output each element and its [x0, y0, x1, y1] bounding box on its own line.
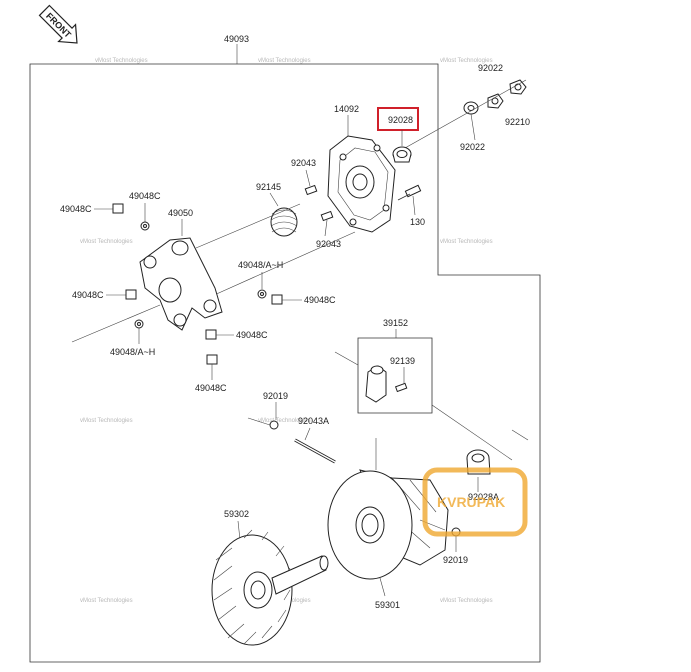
label-92210: 92210: [505, 117, 530, 127]
label-130: 130: [410, 217, 425, 227]
roller-49048c-top: [140, 221, 150, 231]
svg-text:vMost Technologies: vMost Technologies: [80, 239, 133, 245]
svg-text:vMost Technologies: vMost Technologies: [440, 598, 493, 604]
svg-text:vMost Technologies: vMost Technologies: [258, 418, 311, 424]
label-92145: 92145: [256, 182, 281, 192]
highlight-box-92028: [377, 107, 419, 131]
label-59302: 59302: [224, 509, 249, 519]
nut-49048c-right3: [205, 329, 217, 340]
svg-text:vMost Technologies: vMost Technologies: [80, 598, 133, 604]
bushing-92028a: [466, 449, 491, 475]
svg-text:vMost Technologies: vMost Technologies: [80, 418, 133, 424]
spring-92145: [270, 207, 298, 237]
label-92043a: 92043A: [298, 416, 329, 426]
svg-text:KVRUPAK: KVRUPAK: [437, 494, 505, 510]
label-49050: 49050: [168, 208, 193, 218]
pin-92043-a: [304, 184, 318, 196]
label-92022-mid: 92022: [460, 142, 485, 152]
fixed-sheave-59302: [211, 529, 329, 646]
label-49093: 49093: [224, 34, 249, 44]
label-92028a: 92028A: [468, 492, 499, 502]
label-14092: 14092: [334, 104, 359, 114]
svg-text:vMost Technologies: vMost Technologies: [95, 58, 148, 64]
label-92139: 92139: [390, 356, 415, 366]
watermarks: vMost Technologies vMost Technologies vM…: [80, 58, 493, 604]
svg-text:vMost Technologies: vMost Technologies: [440, 239, 493, 245]
svg-text:vMost Technologies: vMost Technologies: [440, 58, 493, 64]
pin-92139: [394, 382, 408, 393]
bolt-130: [397, 184, 422, 201]
label-49048ah-low: 49048/A~H: [110, 347, 155, 357]
bushing-92028: [392, 146, 412, 163]
label-49048ah-mid: 49048/A~H: [238, 260, 283, 270]
label-92019-bottom: 92019: [443, 555, 468, 565]
circlip-92019-a: [269, 420, 279, 430]
nut-49048c-left2: [125, 289, 137, 300]
front-arrow-icon: FRONT: [38, 4, 78, 44]
logo-watermark: KVRUPAK: [422, 467, 528, 537]
pin-92043-b: [320, 210, 334, 222]
movable-sheave-59301: [327, 469, 449, 580]
label-49048c-right3: 49048C: [236, 330, 268, 340]
assembly-boundary: [29, 63, 541, 663]
roller-49048-mid: [257, 289, 267, 299]
label-49048c-left: 49048C: [60, 204, 92, 214]
nut-49048c-midright: [271, 294, 283, 305]
spider-49050: [139, 237, 223, 331]
label-49048c-bottom: 49048C: [195, 383, 227, 393]
box-39152: [357, 337, 433, 414]
shaft-92043a: [294, 438, 336, 464]
label-49048c-midright: 49048C: [304, 295, 336, 305]
nut-92210: [509, 79, 527, 95]
label-49048c-top: 49048C: [129, 191, 161, 201]
roller-49048-low: [134, 319, 144, 329]
label-92028: 92028: [388, 115, 413, 125]
label-39152: 39152: [383, 318, 408, 328]
cover-14092: [327, 135, 396, 233]
svg-text:vMost Technologies: vMost Technologies: [258, 58, 311, 64]
label-59301: 59301: [375, 600, 400, 610]
label-49048c-left2: 49048C: [72, 290, 104, 300]
nut-49048c-bottom: [206, 354, 218, 365]
label-92043-top: 92043: [291, 158, 316, 168]
nut-49048c-left: [112, 203, 124, 214]
label-92022-top: 92022: [478, 63, 503, 73]
weight-39152: [365, 365, 387, 403]
nut-92022-b: [487, 93, 504, 109]
label-92019-top: 92019: [263, 391, 288, 401]
